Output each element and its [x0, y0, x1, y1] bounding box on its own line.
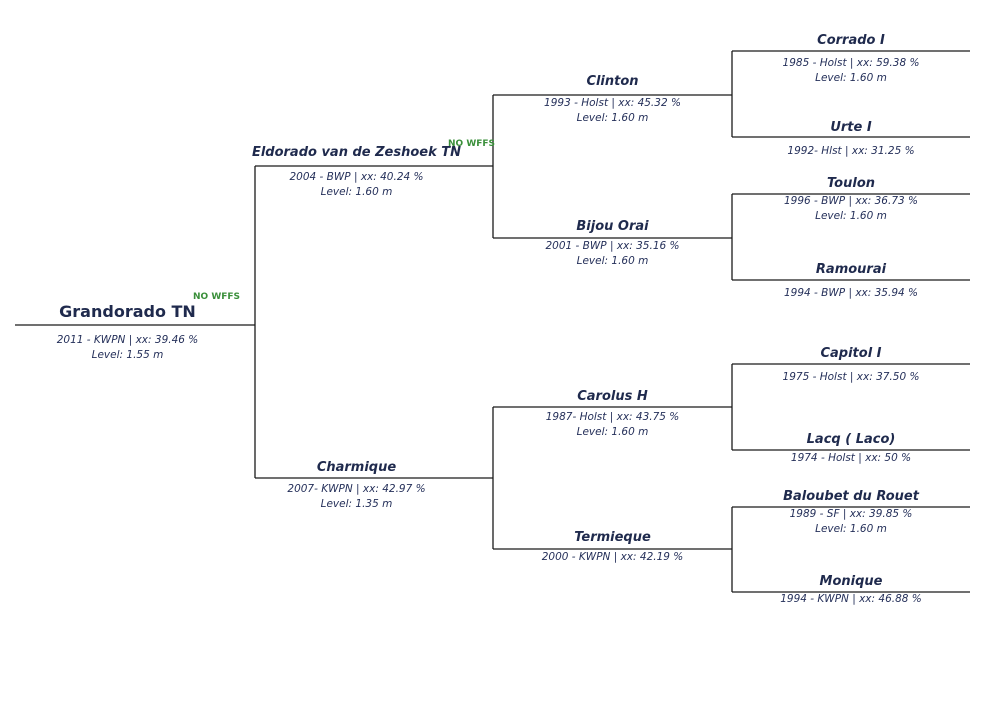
sire-dam-level: Level: 1.60 m: [576, 255, 649, 267]
dam-level: Level: 1.35 m: [320, 498, 393, 510]
sire-sire-name: Clinton: [586, 74, 639, 89]
sire-dam-node: Bijou Orai 2001 - BWP | xx: 35.16 % Leve…: [493, 219, 732, 269]
dam-node: Charmique 2007- KWPN | xx: 42.97 % Level…: [240, 460, 473, 512]
dam-sire-level: Level: 1.60 m: [576, 426, 649, 438]
dam-dam-info: 2000 - KWPN | xx: 42.19 %: [541, 551, 684, 563]
horse-name: Grandorado TN: [59, 302, 196, 321]
dam-dam-name: Termieque: [574, 530, 651, 545]
dam-sire-info: 1987- Holst | xx: 43.75 %: [545, 411, 680, 423]
sd-sire-node: Toulon 1996 - BWP | xx: 36.73 % Level: 1…: [732, 176, 970, 224]
sire-level: Level: 1.60 m: [320, 186, 393, 198]
ss-dam-name: Urte I: [830, 120, 872, 135]
dd-dam-info: 1994 - KWPN | xx: 46.88 %: [780, 593, 922, 605]
sd-dam-name: Ramourai: [815, 262, 887, 277]
sire-sire-level: Level: 1.60 m: [576, 112, 649, 124]
sd-sire-name: Toulon: [826, 176, 876, 191]
sire-name: Eldorado van de Zeshoek TN: [251, 145, 462, 160]
dam-info: 2007- KWPN | xx: 42.97 %: [287, 483, 426, 495]
sire-sire-node: Clinton 1993 - Holst | xx: 45.32 % Level…: [493, 74, 732, 126]
sd-sire-info: 1996 - BWP | xx: 36.73 %: [784, 195, 918, 207]
dd-dam-name: Monique: [819, 574, 883, 589]
dd-sire-level: Level: 1.60 m: [815, 523, 887, 535]
ss-sire-info: 1985 - Holst | xx: 59.38 %: [782, 57, 920, 69]
horse-level: Level: 1.55 m: [91, 349, 164, 361]
ss-dam-info: 1992- Hlst | xx: 31.25 %: [787, 145, 915, 157]
sire-dam-name: Bijou Orai: [576, 219, 649, 234]
sire-node: Eldorado van de Zeshoek TN 2004 - BWP | …: [240, 145, 473, 200]
ds-sire-name: Capitol I: [820, 346, 882, 361]
dd-sire-info: 1989 - SF | xx: 39.85 %: [789, 508, 913, 520]
ds-sire-node: Capitol I 1975 - Holst | xx: 37.50 %: [732, 346, 970, 385]
horse-node: Grandorado TN 2011 - KWPN | xx: 39.46 % …: [15, 302, 240, 363]
ss-dam-node: Urte I 1992- Hlst | xx: 31.25 %: [732, 120, 970, 159]
sd-dam-node: Ramourai 1994 - BWP | xx: 35.94 %: [732, 262, 970, 301]
ds-sire-info: 1975 - Holst | xx: 37.50 %: [782, 371, 920, 383]
ss-sire-node: Corrado I 1985 - Holst | xx: 59.38 % Lev…: [732, 33, 970, 86]
dam-name: Charmique: [316, 460, 397, 475]
sd-dam-info: 1994 - BWP | xx: 35.94 %: [784, 287, 918, 299]
ds-dam-name: Lacq ( Laco): [806, 432, 896, 447]
dd-dam-node: Monique 1994 - KWPN | xx: 46.88 %: [732, 574, 970, 607]
ss-sire-name: Corrado I: [817, 33, 885, 48]
dam-dam-node: Termieque 2000 - KWPN | xx: 42.19 %: [493, 530, 732, 565]
sire-dam-info: 2001 - BWP | xx: 35.16 %: [545, 240, 680, 252]
horse-info: 2011 - KWPN | xx: 39.46 %: [56, 334, 199, 346]
sire-wffs-badge: NO WFFS: [448, 139, 496, 149]
dam-sire-node: Carolus H 1987- Holst | xx: 43.75 % Leve…: [493, 389, 732, 440]
ds-dam-node: Lacq ( Laco) 1974 - Holst | xx: 50 %: [732, 432, 970, 466]
sd-sire-level: Level: 1.60 m: [815, 210, 887, 222]
sire-sire-info: 1993 - Holst | xx: 45.32 %: [544, 97, 681, 109]
sire-info: 2004 - BWP | xx: 40.24 %: [289, 171, 424, 183]
ss-sire-level: Level: 1.60 m: [815, 72, 887, 84]
dd-sire-name: Baloubet du Rouet: [783, 489, 919, 504]
dd-sire-node: Baloubet du Rouet 1989 - SF | xx: 39.85 …: [732, 489, 970, 537]
ds-dam-info: 1974 - Holst | xx: 50 %: [790, 452, 912, 464]
horse-wffs-badge: NO WFFS: [193, 292, 241, 302]
dam-sire-name: Carolus H: [577, 389, 648, 404]
